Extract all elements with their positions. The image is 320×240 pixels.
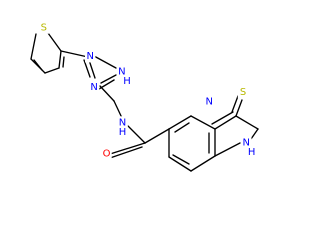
bond-ring-c8a-n1-inner: [211, 111, 234, 125]
triazole-h-label-background: [121, 74, 133, 88]
quinazoline-n1-label: N: [206, 97, 213, 108]
bond-ring-c2-n3: [250, 128, 259, 140]
bond-benzene-inner-top: [174, 122, 190, 133]
thiophene-s-label: S: [41, 23, 47, 34]
bond-ring-n3-c4: [214, 142, 241, 157]
bond-benzene-c5-c6-inner: [172, 154, 190, 165]
thione-s-label: S: [240, 87, 246, 98]
quinazoline-n1-label-background: [204, 95, 215, 108]
bond-ring-c8a-n1: [214, 115, 237, 130]
bond-ring-c2-thione-inner: [231, 95, 239, 113]
bond-carbonyl-c-o-inner: [109, 146, 143, 159]
bond-thiophene-c2-c3: [58, 50, 62, 69]
thione-s-label-background: [237, 85, 249, 98]
triazole-n2-label: N: [86, 51, 93, 62]
triazole-n2-label-background: [85, 50, 96, 63]
bond-ch2-amide-n: [113, 100, 123, 119]
triazole-n4-label: N: [90, 82, 97, 93]
bond-benzene-c4a-c5: [190, 155, 216, 172]
quinazoline-h-label: H: [248, 147, 256, 158]
bond-triazole-c5-n1: [100, 74, 117, 84]
bond-benzene-c7-c8: [168, 115, 192, 130]
bond-thiophene-c3-c4: [44, 67, 60, 74]
amide-h-label: H: [119, 127, 127, 138]
bond-benzene-c5-c6: [168, 156, 192, 172]
bond-ring-c2-thione: [235, 99, 243, 117]
triazole-nh-label-background: [116, 65, 128, 78]
bond-thiophene-s-c2: [47, 32, 62, 52]
bond-thiophene-c2-c3-inner: [62, 56, 65, 68]
bond-amide-n-carbonyl-c: [127, 125, 146, 144]
bond-thiophene-c5-s: [30, 33, 37, 60]
triazole-nh-label: N: [118, 67, 125, 78]
bond-triazole-c5-ch2: [99, 85, 115, 102]
triazole-n4-label-background: [88, 81, 100, 94]
bond-carbonyl-c-aromatic: [144, 128, 170, 144]
bond-ring-n1-c2: [235, 115, 259, 130]
bond-layer: [30, 32, 259, 172]
bond-triazole-c3-n4-inner: [83, 59, 91, 78]
bond-benzene-c8-c8a: [190, 115, 216, 130]
triazole-h-label: H: [123, 76, 131, 87]
amide-h-label-background: [117, 125, 128, 138]
carbonyl-o-label-background: [101, 147, 112, 160]
bond-carbonyl-c-o: [109, 142, 146, 155]
bond-thiophene-c4-c5-inner: [33, 59, 43, 71]
amide-n-label-background: [117, 116, 128, 129]
carbonyl-o-label: O: [103, 149, 111, 160]
amide-n-label: N: [119, 118, 126, 129]
bond-triazole-n2-n1: [93, 55, 117, 69]
thiophene-s-label-background: [38, 21, 49, 34]
quinazoline-h-label-background: [246, 146, 257, 159]
quinazoline-nh-label-background: [241, 136, 252, 149]
quinazoline-nh-label: N: [243, 138, 250, 149]
bond-thiophene-triazole-link: [60, 50, 89, 58]
